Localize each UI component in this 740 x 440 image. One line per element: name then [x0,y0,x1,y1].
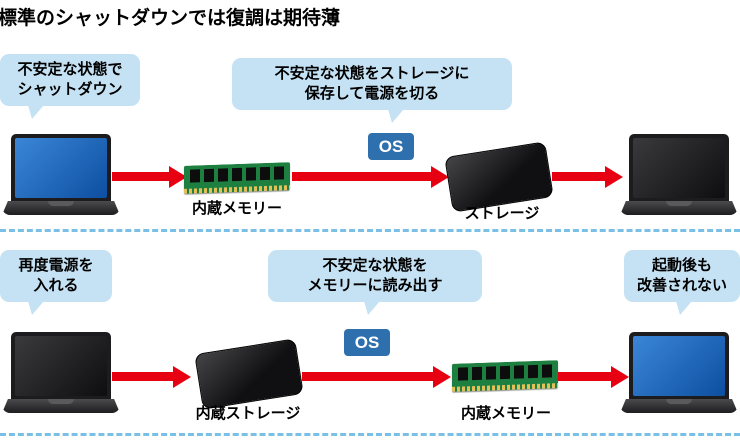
laptop-screen [629,332,729,400]
laptop-screen [11,332,111,400]
laptop-base [2,201,120,215]
speech-bubble-shutdown-left: 不安定な状態で シャットダウン [0,54,140,106]
speech-bubble-boot-center: 不安定な状態を メモリーに読み出す [268,250,482,302]
laptop-display-off [15,336,107,396]
flow-arrow [112,172,170,181]
laptop-icon-boot-result [620,332,738,413]
laptop-display-on [633,336,725,396]
component-label-internal-memory: 内蔵メモリー [460,405,551,422]
laptop-screen [11,134,111,202]
figure-title: 標準のシャットダウンでは復調は期待薄 [0,8,341,29]
component-label-internal-storage: 内蔵ストレージ [195,405,301,422]
component-label-storage: ストレージ [464,205,540,222]
laptop-display-on [15,138,107,198]
laptop-screen [629,134,729,202]
speech-bubble-boot-right: 起動後も 改善されない [624,250,740,302]
component-label-memory: 内蔵メモリー [191,200,282,217]
laptop-icon-boot-source [2,332,120,413]
memory-module-icon [184,162,290,194]
flow-arrow [558,372,612,381]
laptop-display-off [633,138,725,198]
dashed-divider [0,433,740,436]
laptop-base [620,399,738,413]
storage-drive-icon [194,338,304,410]
memory-module-icon [452,360,558,392]
flow-arrow [552,172,606,181]
dashed-divider [0,229,740,232]
flow-arrow [302,372,434,381]
laptop-base [2,399,120,413]
flow-arrow [292,172,432,181]
speech-bubble-shutdown-center: 不安定な状態をストレージに 保存して電源を切る [232,58,512,110]
speech-bubble-boot-left: 再度電源を 入れる [0,250,112,302]
laptop-icon-shutdown-source [2,134,120,215]
os-badge: OS [344,329,390,356]
os-badge: OS [368,133,414,160]
flow-arrow [112,372,174,381]
laptop-icon-shutdown-result [620,134,738,215]
laptop-base [620,201,738,215]
